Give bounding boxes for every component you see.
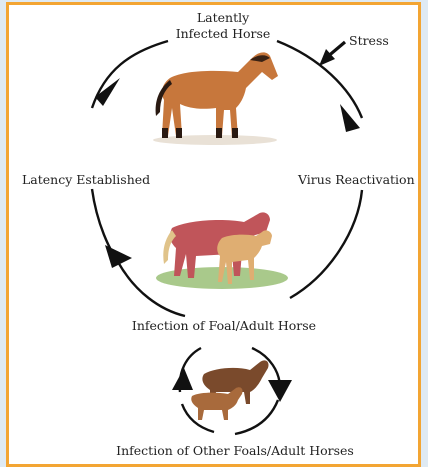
infection-other-label: Infection of Other Foals/Adult Horses — [90, 443, 380, 458]
mare-and-foal-icon — [152, 212, 288, 289]
latency-established-label: Latency Established — [22, 172, 150, 187]
main-cycle-arc-right — [290, 190, 362, 298]
stress-arrow-icon — [319, 42, 345, 66]
arrowhead-icon — [268, 380, 292, 402]
virus-reactivation-label: Virus Reactivation — [298, 172, 415, 187]
latent-horse-label-line1: Latently — [168, 10, 278, 25]
arrowhead-icon — [172, 368, 193, 390]
chestnut-horse-icon — [153, 52, 278, 145]
main-cycle-arc-top-right — [277, 41, 362, 118]
two-horses-icon — [191, 360, 268, 420]
latent-horse-label-line2: Infected Horse — [158, 26, 288, 41]
infection-foal-adult-label: Infection of Foal/Adult Horse — [104, 318, 344, 333]
arrowhead-icon — [105, 245, 132, 268]
stress-label: Stress — [349, 33, 389, 48]
